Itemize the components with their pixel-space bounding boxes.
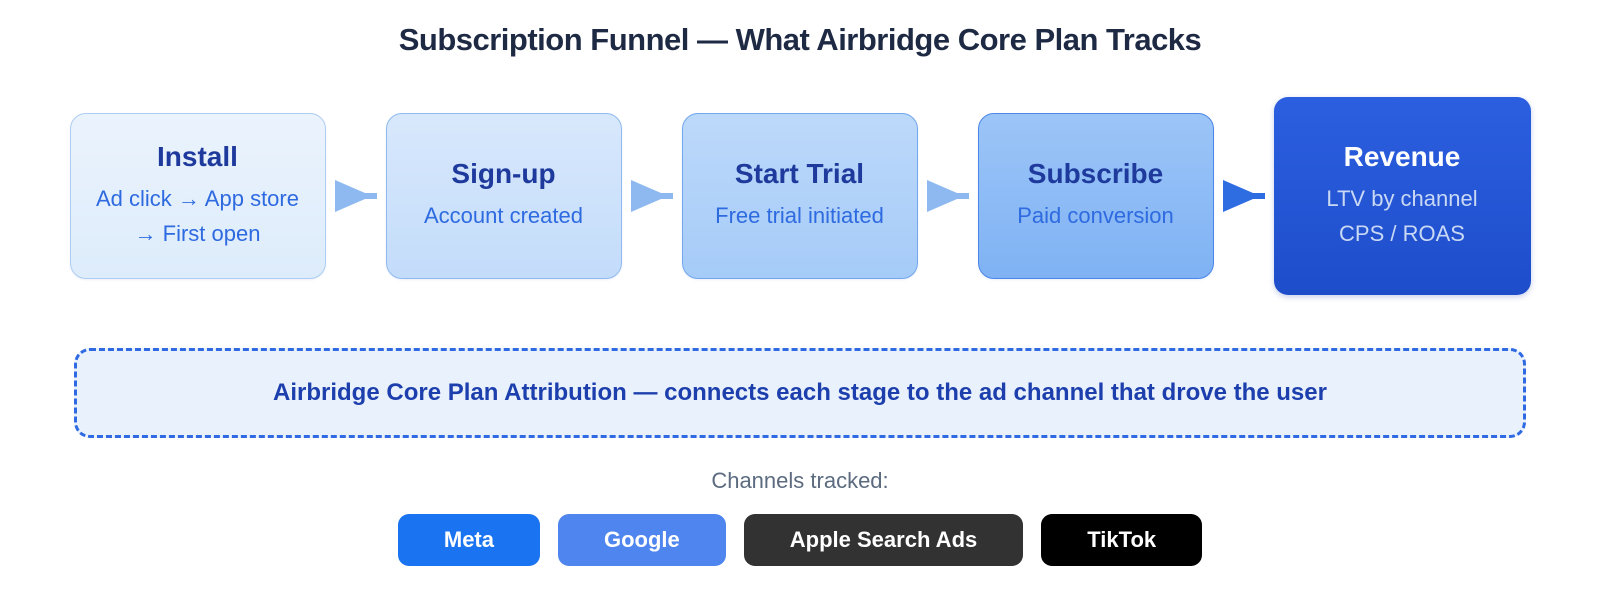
funnel-row: Install Ad click → App store → First ope… bbox=[0, 96, 1600, 296]
funnel-stage-start-trial: Start Trial Free trial initiated bbox=[681, 113, 918, 279]
stage-title: Revenue bbox=[1343, 141, 1461, 173]
stage-description: Ad click → App store → First open bbox=[96, 186, 299, 246]
funnel-arrow-icon bbox=[1222, 180, 1265, 212]
stage-title: Sign-up bbox=[451, 158, 556, 190]
page-title: Subscription Funnel — What Airbridge Cor… bbox=[398, 22, 1202, 57]
channels-row: Meta Google Apple Search Ads TikTok bbox=[0, 514, 1600, 566]
stage-title: Subscribe bbox=[1027, 158, 1164, 190]
channel-chip-tiktok: TikTok bbox=[1041, 514, 1203, 566]
channel-chip-apple-search-ads: Apple Search Ads bbox=[743, 514, 1024, 566]
stage-title: Start Trial bbox=[734, 158, 865, 190]
funnel-stage-install: Install Ad click → App store → First ope… bbox=[69, 113, 326, 279]
funnel-stage-revenue: Revenue LTV by channel CPS / ROAS bbox=[1273, 97, 1531, 295]
stage-description: Account created bbox=[424, 203, 583, 229]
stage-description: Free trial initiated bbox=[715, 203, 884, 229]
funnel-arrow-icon bbox=[630, 180, 673, 212]
stage-description-line: CPS / ROAS bbox=[1339, 220, 1465, 246]
stage-description: LTV by channel CPS / ROAS bbox=[1314, 182, 1489, 250]
attribution-banner-text: Airbridge Core Plan Attribution — connec… bbox=[273, 379, 1327, 406]
stage-title: Install bbox=[157, 141, 238, 173]
funnel-stage-subscribe: Subscribe Paid conversion bbox=[977, 113, 1214, 279]
stage-description-line: LTV by channel bbox=[1326, 186, 1478, 212]
attribution-banner: Airbridge Core Plan Attribution — connec… bbox=[74, 348, 1526, 438]
funnel-arrow-icon bbox=[926, 180, 969, 212]
stage-description: Paid conversion bbox=[1017, 203, 1174, 229]
channel-chip-google: Google bbox=[558, 514, 726, 566]
funnel-stage-signup: Sign-up Account created bbox=[385, 113, 622, 279]
funnel-arrow-icon bbox=[334, 180, 377, 212]
channel-chip-meta: Meta bbox=[397, 514, 540, 566]
channels-heading: Channels tracked: bbox=[711, 468, 889, 493]
